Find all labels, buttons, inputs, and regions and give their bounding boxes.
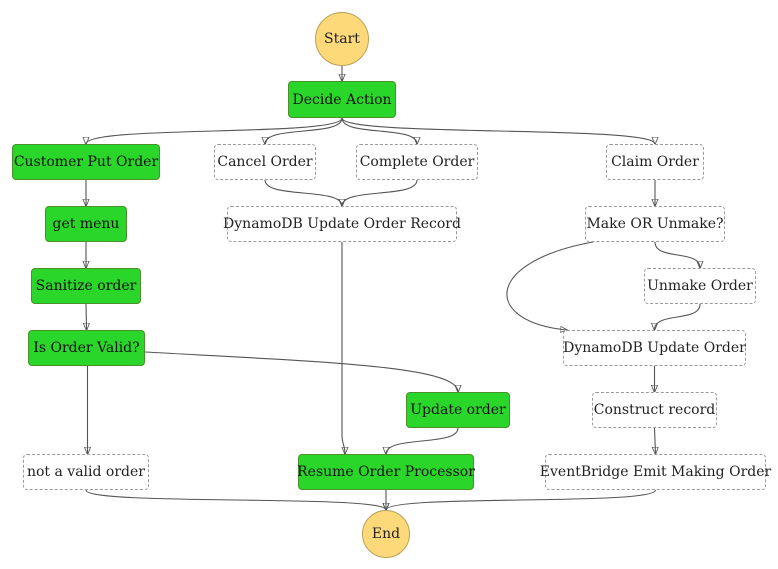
- customer-put-order-state[interactable]: Customer Put Order: [12, 144, 160, 180]
- update-order-state[interactable]: Update order: [406, 392, 510, 428]
- edge-construct_record-to-eventbridge_emit: [655, 427, 656, 454]
- edge-not_valid_order-to-end: [85, 489, 386, 510]
- edge-decide_action-to-claim_order: [341, 117, 655, 144]
- edge-make_or_unmake-to-dynamodb_update_order: [506, 241, 594, 330]
- edge-cancel_order-to-dynamodb_update_order_record: [264, 179, 342, 206]
- edge-eventbridge_emit-to-end: [386, 489, 657, 510]
- decide-action-state[interactable]: Decide Action: [288, 81, 396, 118]
- edge-decide_action-to-complete_order: [341, 117, 417, 144]
- sanitize-order-state[interactable]: Sanitize order: [31, 268, 141, 304]
- not-valid-order-state[interactable]: not a valid order: [23, 454, 149, 490]
- unmake-order-state[interactable]: Unmake Order: [644, 268, 756, 304]
- edge-update_order-to-resume_order_processor: [386, 427, 459, 454]
- dynamodb-update-order-state[interactable]: DynamoDB Update Order: [563, 330, 746, 366]
- cancel-order-state[interactable]: Cancel Order: [214, 144, 316, 180]
- edge-dynamodb_update_order_record-to-resume_order_processor: [342, 242, 345, 454]
- edge-unmake_order-to-dynamodb_update_order: [655, 303, 701, 330]
- is-order-valid-state[interactable]: Is Order Valid?: [28, 330, 145, 366]
- end-state[interactable]: End: [362, 510, 410, 558]
- dynamodb-update-order-record-state[interactable]: DynamoDB Update Order Record: [223, 206, 461, 242]
- start-state[interactable]: Start: [315, 12, 369, 66]
- edge-sanitize_order-to-is_order_valid: [86, 303, 87, 330]
- complete-order-state[interactable]: Complete Order: [356, 144, 478, 180]
- claim-order-state[interactable]: Claim Order: [606, 144, 704, 180]
- resume-order-processor-state[interactable]: Resume Order Processor: [297, 454, 475, 490]
- eventbridge-emit-making-order-state[interactable]: EventBridge Emit Making Order: [540, 454, 771, 490]
- edge-is_order_valid-to-update_order: [144, 351, 458, 392]
- edge-decide_action-to-customer_put_order: [86, 117, 343, 144]
- construct-record-state[interactable]: Construct record: [592, 392, 717, 428]
- make-or-unmake-state[interactable]: Make OR Unmake?: [585, 206, 725, 242]
- edge-make_or_unmake-to-unmake_order: [654, 241, 700, 268]
- get-menu-state[interactable]: get menu: [45, 206, 127, 242]
- edge-decide_action-to-cancel_order: [265, 117, 343, 144]
- edge-complete_order-to-dynamodb_update_order_record: [342, 179, 418, 206]
